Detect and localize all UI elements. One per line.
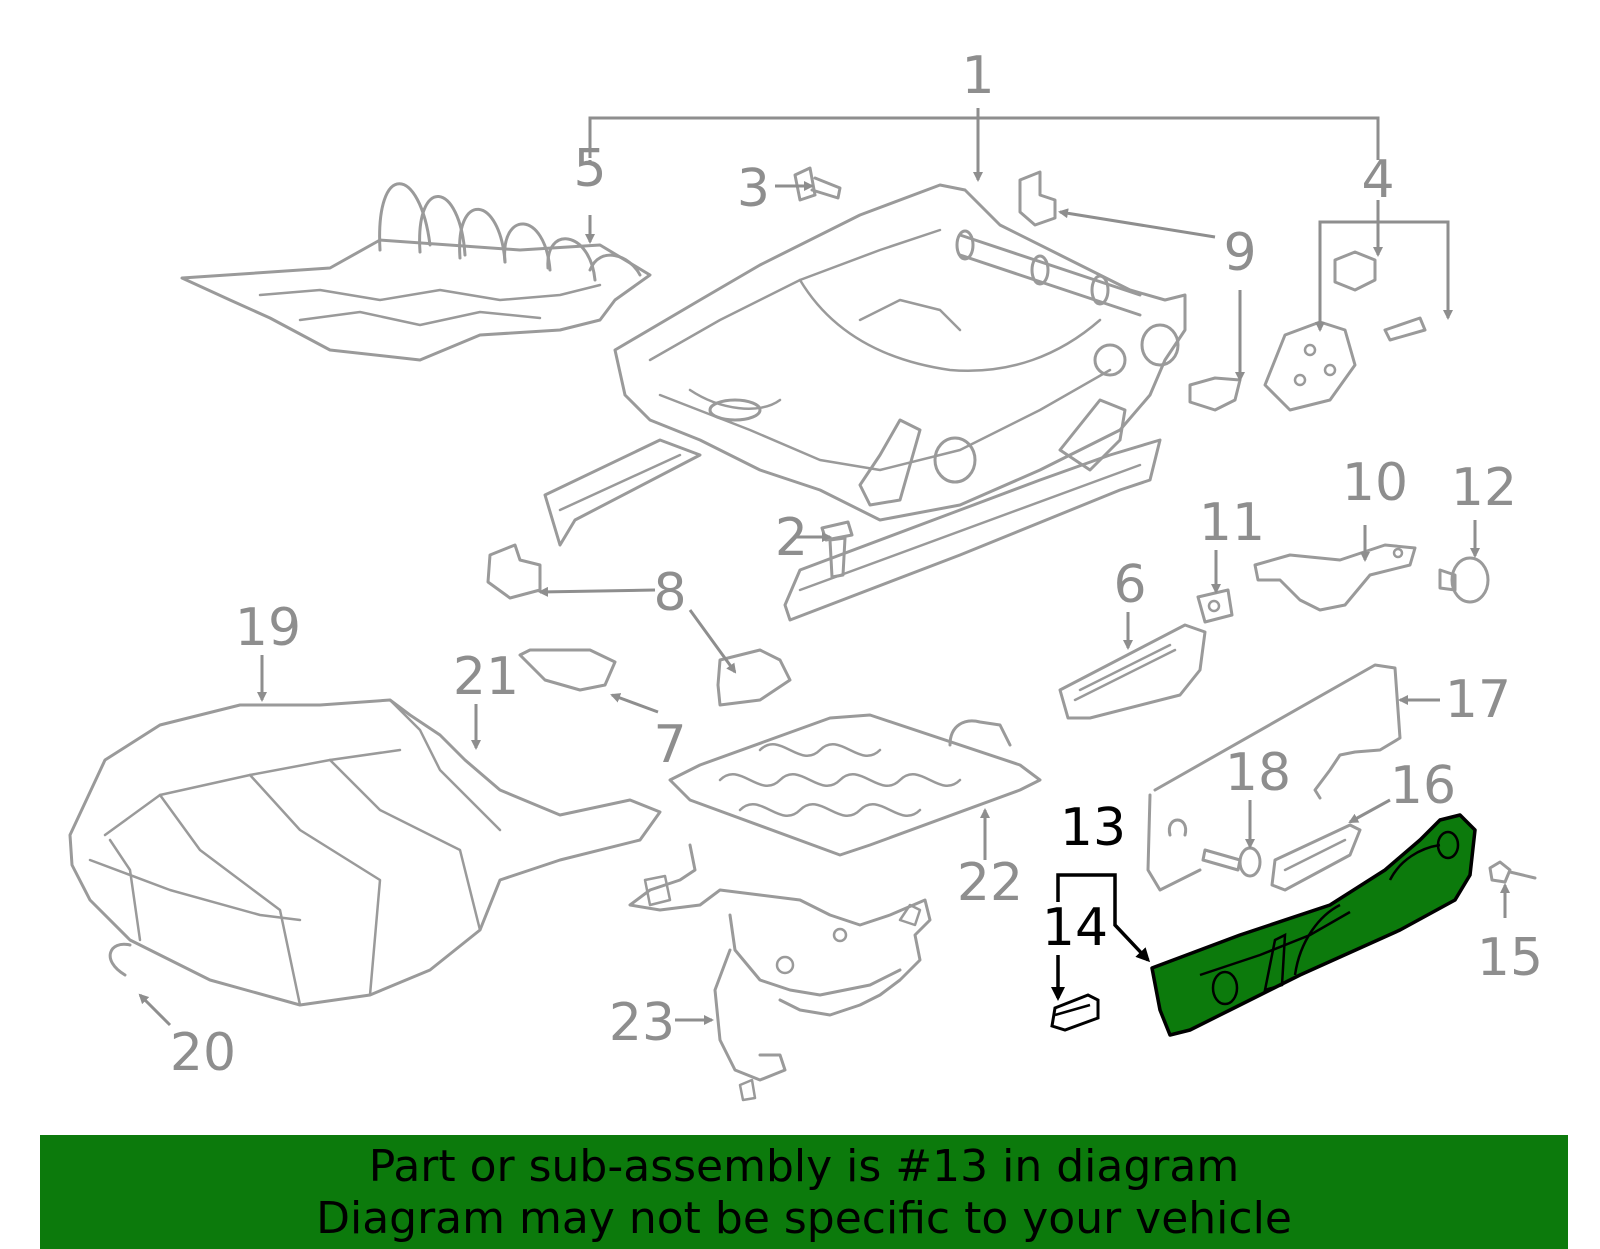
callout-10: 10 (1342, 453, 1408, 513)
callout-9: 9 (1223, 223, 1256, 283)
part-19-cushion (68, 698, 662, 1007)
callout-1: 1 (961, 46, 994, 106)
banner-line-2: Diagram may not be specific to your vehi… (316, 1193, 1292, 1244)
part-1-seat-frame (543, 183, 1187, 622)
part-23-harness (628, 843, 932, 1102)
part-13-side-shield (1150, 813, 1477, 1037)
part-20-ring (108, 942, 132, 977)
callout-17: 17 (1445, 670, 1511, 730)
part-4-bracket (1263, 250, 1427, 412)
part-9-clip (1018, 170, 1057, 227)
part-8-clip-upper (486, 543, 542, 600)
part-3-bolt (793, 166, 842, 202)
part-16-trim-plate (1270, 823, 1362, 892)
part-9-clip-lower (1188, 376, 1242, 412)
part-11-clip (1196, 588, 1234, 624)
callout-13: 13 (1060, 798, 1126, 858)
part-14-switch (1050, 993, 1100, 1032)
banner-line-1: Part or sub-assembly is #13 in diagram (368, 1141, 1240, 1192)
callout-23: 23 (609, 993, 675, 1053)
callout-12: 12 (1451, 458, 1517, 518)
part-10-link (1253, 543, 1417, 612)
part-6-trim (1058, 623, 1207, 720)
callout-20: 20 (170, 1023, 236, 1083)
callout-7: 7 (653, 715, 686, 775)
part-7-cover (518, 648, 617, 692)
part-18-screw (1201, 846, 1262, 878)
callout-15: 15 (1477, 928, 1543, 988)
part-15-pushpin (1488, 860, 1537, 884)
callout-3: 3 (737, 159, 770, 219)
part-22-heater-pad (668, 713, 1042, 857)
callout-6: 6 (1113, 555, 1146, 615)
callout-19: 19 (235, 598, 301, 658)
callout-11: 11 (1199, 493, 1265, 553)
leader-lines (138, 108, 1510, 1027)
callout-18: 18 (1225, 743, 1291, 803)
callout-21: 21 (453, 647, 519, 707)
callout-2: 2 (775, 508, 808, 568)
part-8-clip-lower (716, 648, 792, 707)
callout-4: 4 (1361, 150, 1394, 210)
callout-labels: 1 2 3 4 5 6 7 8 9 10 11 12 13 14 15 16 1… (170, 46, 1543, 1083)
part-2-bolt (820, 520, 854, 579)
callout-22: 22 (957, 853, 1023, 913)
callout-8: 8 (653, 563, 686, 623)
callout-16: 16 (1390, 756, 1456, 816)
callout-5: 5 (573, 139, 606, 199)
callout-14: 14 (1042, 898, 1108, 958)
part-12-pushpin (1438, 556, 1490, 604)
part-5-spring-mat (180, 182, 652, 362)
info-banner: Part or sub-assembly is #13 in diagram D… (40, 1135, 1568, 1249)
part-17-cable (1146, 663, 1402, 892)
